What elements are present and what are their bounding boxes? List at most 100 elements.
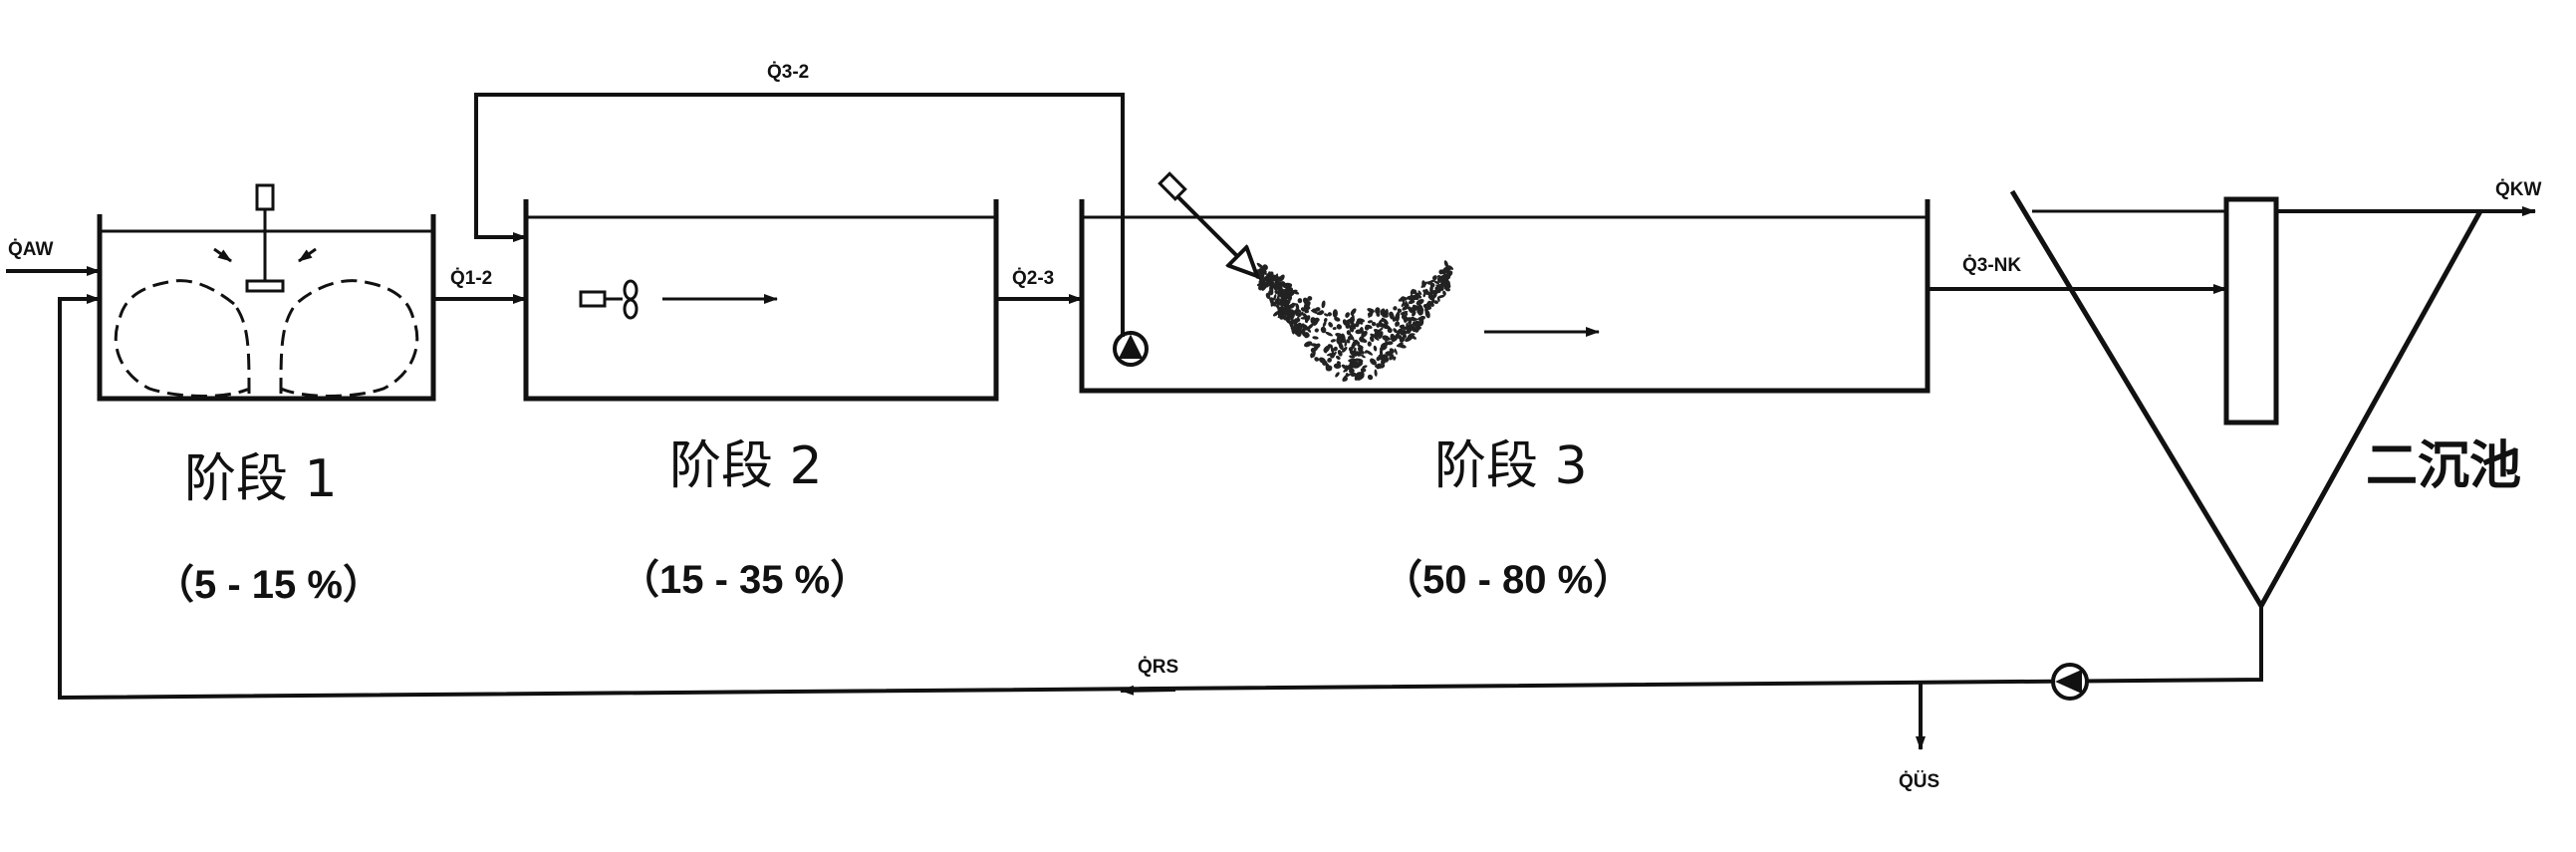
biofilm-carrier <box>1314 357 1320 362</box>
biofilm-carrier <box>1417 290 1422 295</box>
biofilm-carrier <box>1297 298 1303 304</box>
biofilm-carrier <box>1356 341 1361 346</box>
biofilm-carrier <box>1337 350 1343 357</box>
biofilm-carrier <box>1389 311 1394 318</box>
biofilm-carrier <box>1350 372 1357 377</box>
biofilm-carrier <box>1348 325 1357 330</box>
recycle-pipe-3-2 <box>474 93 1125 337</box>
biofilm-carrier <box>1419 317 1424 326</box>
biofilm-carrier <box>1415 292 1418 299</box>
biofilm-carrier <box>1408 300 1416 305</box>
biofilm-carrier <box>1287 294 1293 302</box>
return-sludge-direction-arrow <box>1120 685 1176 696</box>
flow-label-q-3-2: Q̇3-2 <box>767 61 809 83</box>
biofilm-carrier <box>1350 334 1355 342</box>
biofilm-carrier <box>1323 348 1328 354</box>
biofilm-carrier <box>1359 371 1365 379</box>
biofilm-carrier <box>1421 280 1426 288</box>
biofilm-carrier <box>1261 283 1268 290</box>
biofilm-carrier <box>1386 351 1392 357</box>
stage-3-range: （50 - 80 %） <box>1383 558 1633 602</box>
stage-3-biofilm-carriers <box>1255 260 1454 382</box>
biofilm-carrier <box>1341 346 1348 353</box>
biofilm-carrier <box>1312 336 1319 340</box>
biofilm-carrier <box>1332 327 1337 331</box>
biofilm-carrier <box>1281 313 1287 321</box>
biofilm-carrier <box>1285 314 1293 322</box>
biofilm-carrier <box>1277 281 1285 286</box>
biofilm-carrier <box>1422 289 1430 296</box>
biofilm-carrier <box>1400 310 1409 315</box>
biofilm-carrier <box>1296 322 1303 331</box>
biofilm-carrier <box>1279 309 1285 314</box>
biofilm-carrier <box>1355 329 1363 335</box>
biofilm-carrier <box>1295 303 1300 310</box>
biofilm-carrier <box>1393 328 1398 334</box>
biofilm-carrier <box>1385 308 1389 318</box>
biofilm-carrier <box>1270 278 1277 282</box>
biofilm-carrier <box>1381 358 1387 366</box>
biofilm-carrier <box>1304 318 1309 324</box>
biofilm-carrier <box>1274 289 1279 295</box>
biofilm-carrier <box>1290 312 1295 320</box>
biofilm-carrier <box>1396 344 1401 347</box>
biofilm-carrier <box>1374 369 1378 377</box>
return-sludge-pipe <box>58 294 2263 701</box>
biofilm-carrier <box>1436 294 1445 299</box>
biofilm-carrier <box>1378 319 1384 325</box>
biofilm-carrier <box>1335 372 1340 378</box>
biofilm-carrier <box>1433 300 1439 304</box>
flow-label-q-us: Q̇ÜS <box>1899 770 1939 792</box>
biofilm-carrier <box>1373 345 1378 352</box>
biofilm-carrier <box>1302 313 1307 318</box>
biofilm-carrier <box>1412 310 1417 317</box>
biofilm-carrier <box>1282 294 1288 299</box>
biofilm-carrier <box>1327 344 1333 349</box>
stage-2-range: （15 - 35 %） <box>620 558 870 602</box>
biofilm-carrier <box>1427 279 1435 284</box>
biofilm-carrier <box>1291 289 1300 295</box>
flow-label-q-3-nk: Q̇3-NK <box>1962 254 2021 276</box>
biofilm-carrier <box>1358 345 1364 351</box>
biofilm-carrier <box>1344 341 1348 347</box>
biofilm-carrier <box>1295 308 1302 313</box>
stage-1-mixer-icon <box>245 183 285 293</box>
flow-label-q-kw: Q̇KW <box>2495 178 2542 200</box>
stage-3-diffuser-arrow <box>1168 187 1257 276</box>
stage-2-propeller-icon <box>579 279 639 320</box>
biofilm-carrier <box>1443 260 1449 268</box>
biofilm-carrier <box>1416 321 1421 326</box>
biofilm-carrier <box>1336 324 1343 330</box>
biofilm-carrier <box>1375 307 1381 315</box>
biofilm-carrier <box>1335 355 1341 360</box>
biofilm-carrier <box>1323 318 1328 323</box>
biofilm-carrier <box>1364 350 1369 354</box>
biofilm-carrier <box>1352 339 1359 347</box>
biofilm-carrier <box>1327 312 1332 317</box>
biofilm-carrier <box>1387 328 1393 334</box>
biofilm-carrier <box>1441 275 1447 284</box>
biofilm-carrier <box>1325 331 1333 337</box>
biofilm-carrier <box>1345 365 1349 372</box>
biofilm-carrier <box>1322 321 1327 328</box>
biofilm-carrier <box>1356 318 1363 325</box>
biofilm-carrier <box>1332 309 1338 318</box>
biofilm-carrier <box>1404 302 1410 307</box>
biofilm-carrier <box>1376 365 1381 370</box>
biofilm-carrier <box>1312 350 1316 358</box>
clarifier-label: 二沉池 <box>2366 436 2521 496</box>
biofilm-carrier <box>1438 269 1443 275</box>
biofilm-carrier <box>1416 299 1424 306</box>
biofilm-carrier <box>1310 310 1320 315</box>
biofilm-carrier <box>1395 321 1399 327</box>
biofilm-carrier <box>1392 315 1401 322</box>
biofilm-carrier <box>1337 361 1341 365</box>
biofilm-carrier <box>1381 311 1385 316</box>
biofilm-carrier <box>1343 377 1348 382</box>
biofilm-carrier <box>1424 305 1430 311</box>
biofilm-carrier <box>1370 358 1377 366</box>
biofilm-carrier <box>1336 334 1344 341</box>
biofilm-carrier <box>1386 341 1394 346</box>
biofilm-carrier <box>1397 308 1403 313</box>
